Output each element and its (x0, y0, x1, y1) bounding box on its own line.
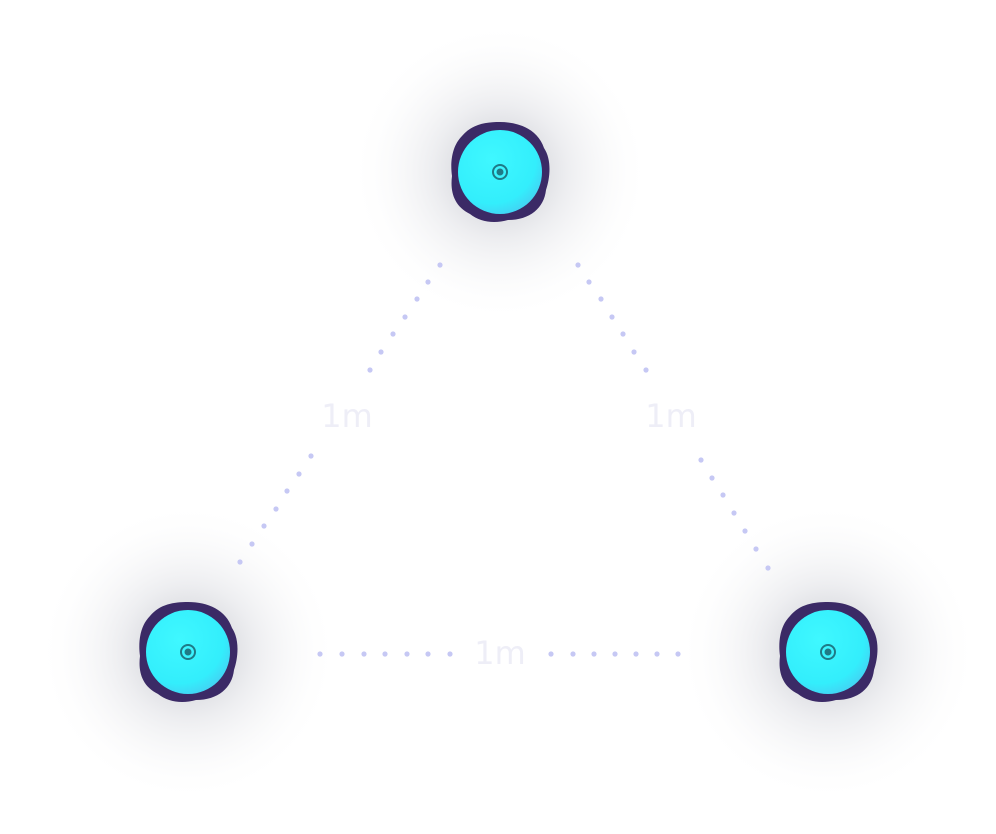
left-distance-label: 1m (321, 397, 373, 435)
bottom-edge-dots (317, 651, 681, 657)
left-edge-dots (237, 262, 443, 565)
right-distance-label: 1m (645, 397, 697, 435)
bottom-right-node (677, 501, 979, 803)
right-edge-dots (575, 262, 771, 571)
top-node (349, 21, 651, 323)
bottom-left-node (37, 501, 339, 803)
bottom-distance-label: 1m (474, 634, 526, 672)
